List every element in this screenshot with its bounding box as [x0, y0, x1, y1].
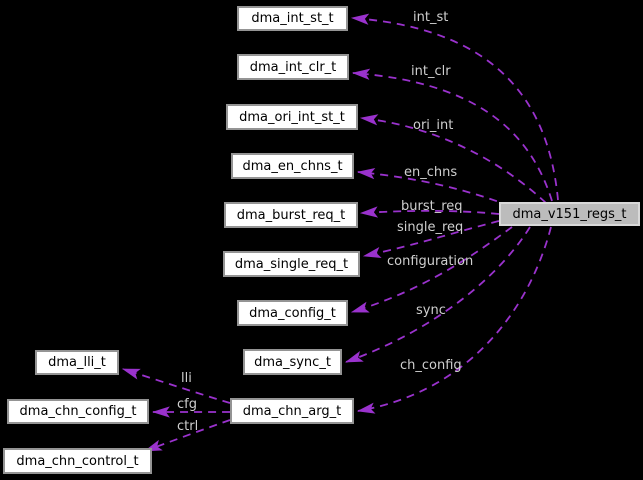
- edge-int_st: [350, 13, 559, 201]
- edge-label-cfg: cfg: [177, 397, 197, 412]
- edge-single_req: [362, 220, 500, 258]
- edge-label-ctrl: ctrl: [177, 419, 199, 434]
- edge-label-int_st: int_st: [413, 10, 449, 25]
- edge-label-ori_int: ori_int: [413, 118, 454, 133]
- node-dma_config_t[interactable]: dma_config_t: [237, 300, 348, 326]
- node-dma_chn_config_t[interactable]: dma_chn_config_t: [7, 399, 149, 424]
- edge-label-burst_req: burst_req: [401, 199, 463, 214]
- edge-lli: [121, 368, 231, 404]
- node-dma_burst_req_t[interactable]: dma_burst_req_t: [224, 202, 358, 228]
- edge-label-en_chns: en_chns: [404, 165, 458, 180]
- node-dma_int_st_t[interactable]: dma_int_st_t: [237, 6, 348, 31]
- node-dma_chn_control_t[interactable]: dma_chn_control_t: [3, 448, 152, 474]
- node-dma_en_chns_t[interactable]: dma_en_chns_t: [231, 153, 354, 179]
- node-dma_sync_t[interactable]: dma_sync_t: [243, 349, 342, 375]
- node-dma_single_req_t[interactable]: dma_single_req_t: [223, 251, 360, 277]
- edge-label-lli: lli: [181, 371, 192, 386]
- node-dma_chn_arg_t[interactable]: dma_chn_arg_t: [230, 398, 354, 424]
- edge-ctrl: [143, 419, 231, 452]
- edge-en_chns: [356, 168, 511, 207]
- edge-ch_config: [356, 226, 552, 414]
- edge-sync: [344, 226, 531, 363]
- edge-int_clr: [351, 68, 553, 202]
- node-dma_ori_int_st_t[interactable]: dma_ori_int_st_t: [226, 104, 358, 130]
- edge-label-ch_config: ch_config: [400, 358, 462, 373]
- node-dma_v151_regs_t[interactable]: dma_v151_regs_t: [499, 202, 640, 226]
- node-dma_int_clr_t[interactable]: dma_int_clr_t: [237, 54, 349, 80]
- edge-configuration: [350, 226, 513, 313]
- edge-burst_req: [359, 206, 500, 218]
- edge-label-int_clr: int_clr: [411, 64, 451, 79]
- edge-label-configuration: configuration: [387, 254, 474, 269]
- edge-ori_int: [359, 114, 547, 204]
- edge-label-single_req: single_req: [397, 220, 464, 235]
- edge-label-sync: sync: [416, 303, 446, 318]
- node-dma_lli_t[interactable]: dma_lli_t: [35, 350, 119, 375]
